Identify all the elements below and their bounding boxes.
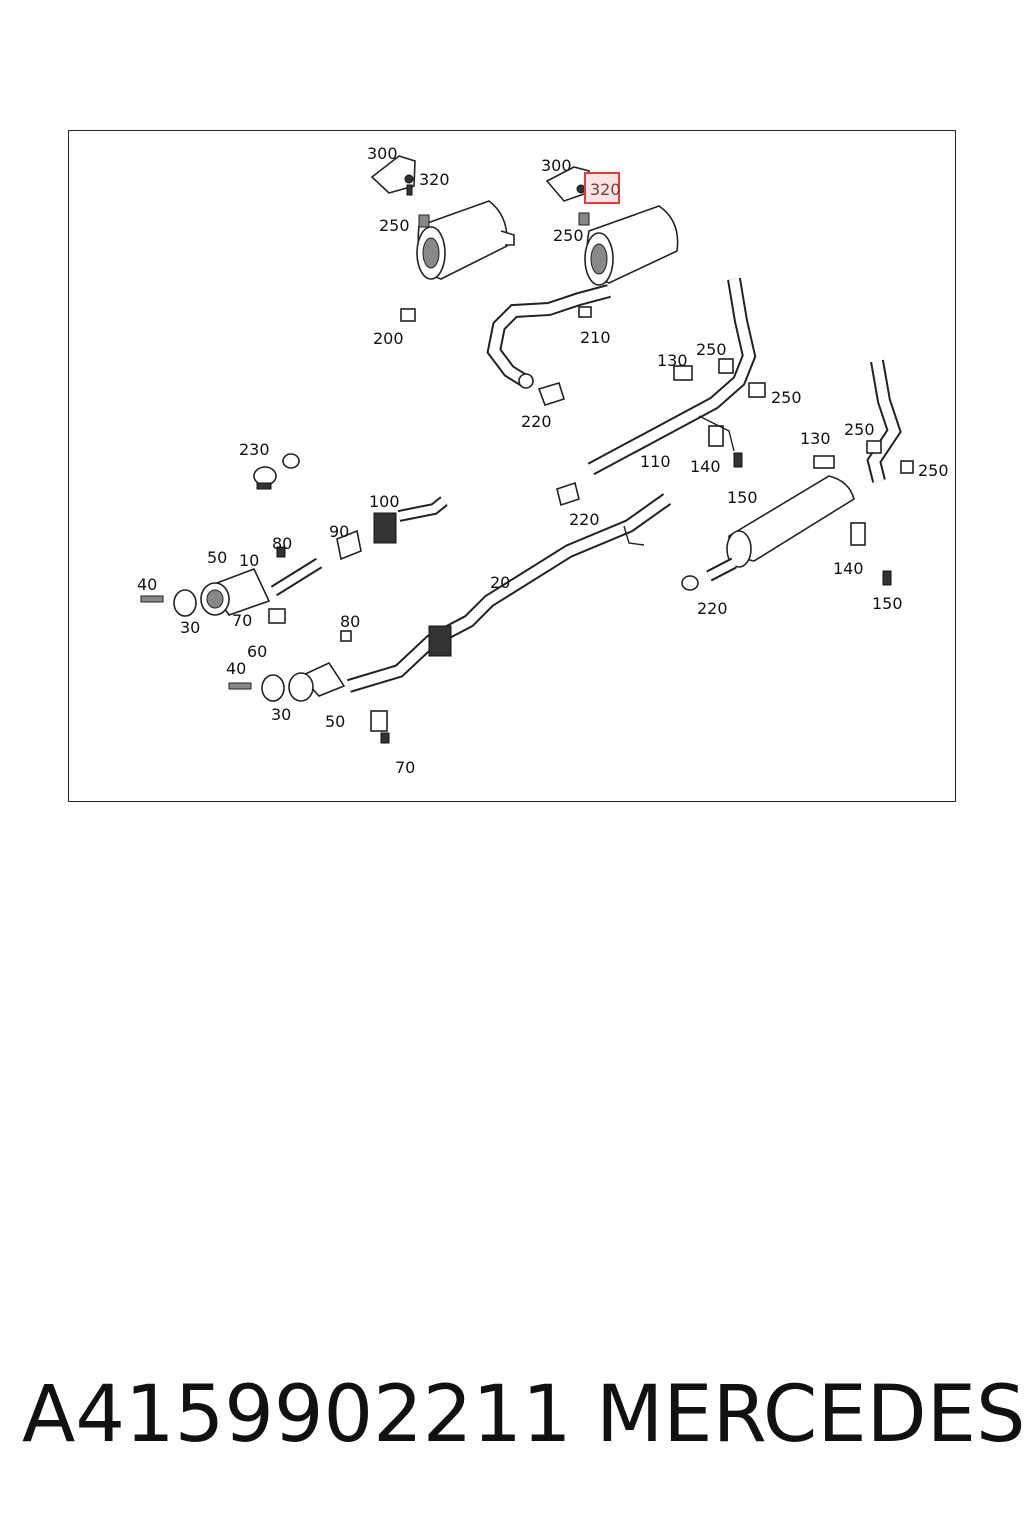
callout-10: 10 bbox=[239, 551, 259, 570]
part-number: A4159902211 bbox=[22, 1370, 572, 1460]
center-pipe-110 bbox=[556, 277, 766, 507]
callout-140: 140 bbox=[690, 457, 721, 476]
callout-250: 250 bbox=[918, 461, 949, 480]
callout-220: 220 bbox=[697, 599, 728, 618]
callout-320-highlighted[interactable]: 320 bbox=[590, 180, 621, 199]
callout-230: 230 bbox=[239, 440, 270, 459]
caption: A4159902211 MERCEDES bbox=[0, 1370, 1024, 1470]
callout-250: 250 bbox=[696, 340, 727, 359]
callout-250: 250 bbox=[553, 226, 584, 245]
callout-80: 80 bbox=[340, 612, 360, 631]
callout-220: 220 bbox=[569, 510, 600, 529]
callout-60: 60 bbox=[247, 642, 267, 661]
front-muffler-right bbox=[681, 359, 914, 591]
rear-muffler-210 bbox=[486, 166, 679, 406]
exhaust-system-diagram: 300 320 250 200 300 320 250 210 220 230 … bbox=[137, 144, 949, 777]
catalytic-converter-10 bbox=[200, 496, 448, 624]
callout-30: 30 bbox=[180, 618, 200, 637]
rear-muffler-200 bbox=[282, 155, 515, 469]
callout-140: 140 bbox=[833, 559, 864, 578]
front-pipe-20 bbox=[288, 493, 672, 744]
clamp-230 bbox=[253, 466, 277, 490]
callout-250: 250 bbox=[844, 420, 875, 439]
callout-250: 250 bbox=[379, 216, 410, 235]
callout-100: 100 bbox=[369, 492, 400, 511]
callout-90: 90 bbox=[329, 522, 349, 541]
callout-150: 150 bbox=[727, 488, 758, 507]
diagram-frame: 300 320 250 200 300 320 250 210 220 230 … bbox=[68, 130, 956, 802]
gaskets-and-studs bbox=[140, 589, 285, 702]
callout-80: 80 bbox=[272, 534, 292, 553]
callout-20: 20 bbox=[490, 573, 510, 592]
callout-130: 130 bbox=[657, 351, 688, 370]
callout-50: 50 bbox=[325, 712, 345, 731]
callout-70: 70 bbox=[395, 758, 415, 777]
brand-name: MERCEDES bbox=[596, 1370, 1024, 1460]
callout-200: 200 bbox=[373, 329, 404, 348]
callout-300: 300 bbox=[541, 156, 572, 175]
callout-110: 110 bbox=[640, 452, 671, 471]
callout-220: 220 bbox=[521, 412, 552, 431]
callout-30: 30 bbox=[271, 705, 291, 724]
callout-70: 70 bbox=[232, 611, 252, 630]
callout-250: 250 bbox=[771, 388, 802, 407]
callout-150: 150 bbox=[872, 594, 903, 613]
callout-300: 300 bbox=[367, 144, 398, 163]
callout-210: 210 bbox=[580, 328, 611, 347]
callout-40: 40 bbox=[137, 575, 157, 594]
callout-40: 40 bbox=[226, 659, 246, 678]
callout-320: 320 bbox=[419, 170, 450, 189]
callout-130: 130 bbox=[800, 429, 831, 448]
callout-50: 50 bbox=[207, 548, 227, 567]
highlight-box-320[interactable] bbox=[584, 172, 620, 204]
